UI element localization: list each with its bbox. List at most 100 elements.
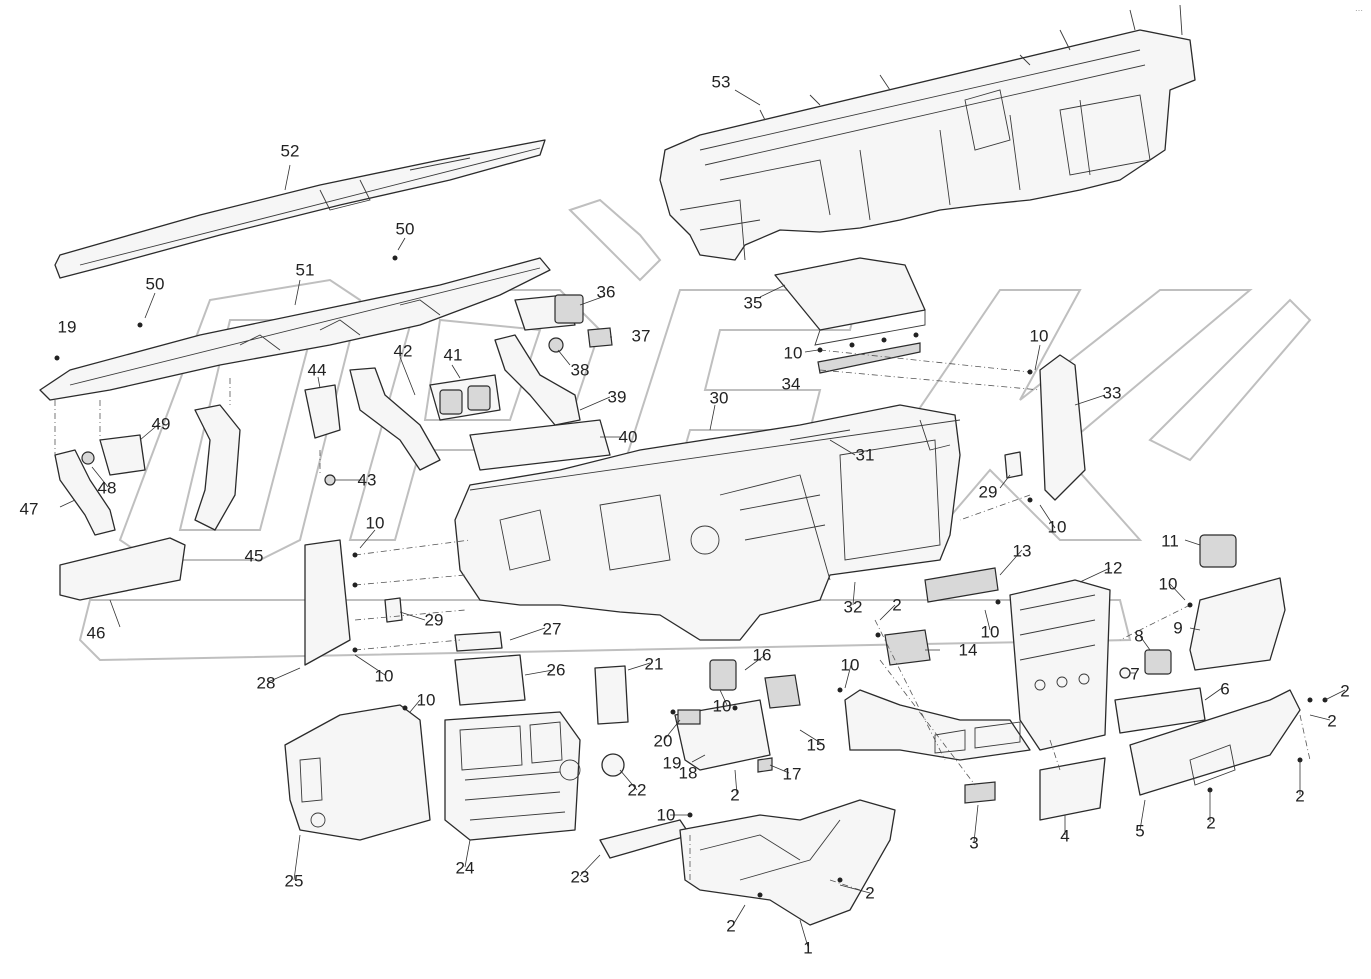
callout-3: 3 <box>969 833 979 853</box>
callout-2: 2 <box>892 595 902 615</box>
bezel-12 <box>1009 579 1111 751</box>
vent-11 <box>1199 534 1237 568</box>
callout-14: 14 <box>958 640 978 660</box>
callout-33: 33 <box>1102 383 1122 403</box>
switch-16 <box>709 659 737 691</box>
callout-10: 10 <box>783 343 803 363</box>
panel-5 <box>1129 689 1301 796</box>
callout-35: 35 <box>743 293 763 313</box>
bracket-23 <box>599 819 691 859</box>
duct-42 <box>349 367 441 471</box>
callout-25: 25 <box>284 871 304 891</box>
callout-46: 46 <box>86 623 106 643</box>
glovebox-lid <box>774 257 926 374</box>
callout-28: 28 <box>256 673 276 693</box>
callout-30: 30 <box>709 388 729 408</box>
fitting-38 <box>548 337 564 353</box>
callout-48: 48 <box>97 478 117 498</box>
vent-44 <box>304 384 341 439</box>
callout-6: 6 <box>1220 679 1230 699</box>
switch-8 <box>1144 649 1172 675</box>
callout-53: 53 <box>711 72 731 92</box>
center-stack <box>884 534 1237 751</box>
switch-20 <box>677 709 701 725</box>
callout-47: 47 <box>19 499 39 519</box>
callout-10: 10 <box>374 666 394 686</box>
callout-4: 4 <box>1060 826 1070 846</box>
end-cap-33 <box>1039 354 1086 501</box>
callout-10: 10 <box>712 696 732 716</box>
vent-cover-40 <box>469 419 611 471</box>
vent-36 <box>554 294 584 324</box>
fitting-37 <box>587 327 613 348</box>
callout-50: 50 <box>395 219 415 239</box>
callout-51: 51 <box>295 260 315 280</box>
callout-19: 19 <box>662 753 682 773</box>
clip-48 <box>81 451 95 465</box>
panel-9 <box>1189 577 1286 671</box>
callout-5: 5 <box>1135 821 1145 841</box>
callout-32: 32 <box>843 597 863 617</box>
callout-10: 10 <box>416 690 436 710</box>
callout-8: 8 <box>1134 626 1144 646</box>
callout-2: 2 <box>726 916 736 936</box>
callout-10: 10 <box>1047 517 1067 537</box>
small-fittings <box>324 327 613 486</box>
callout-40: 40 <box>618 427 638 447</box>
callout-17: 17 <box>782 764 802 784</box>
callout-23: 23 <box>570 867 590 887</box>
callout-2: 2 <box>1327 711 1337 731</box>
callout-24: 24 <box>455 858 475 878</box>
callout-2: 2 <box>865 883 875 903</box>
callout-41: 41 <box>443 345 463 365</box>
callout-29: 29 <box>978 482 998 502</box>
callout-2: 2 <box>730 785 740 805</box>
duct-45 <box>194 404 241 531</box>
assembly-lines <box>54 349 1311 891</box>
clip-17 <box>757 757 773 773</box>
bezel-21 <box>594 665 629 725</box>
callout-10: 10 <box>365 513 385 533</box>
duct-39 <box>494 334 581 426</box>
callout-2: 2 <box>1206 813 1216 833</box>
nut-43 <box>324 474 336 486</box>
defroster-duct-upper <box>54 139 546 279</box>
vent-outlets <box>81 374 501 476</box>
cover-4 <box>1039 757 1106 821</box>
air-ducts <box>54 294 584 536</box>
leader-lines <box>59 89 1346 948</box>
callout-44: 44 <box>307 360 327 380</box>
strip-34 <box>817 342 921 374</box>
callout-31: 31 <box>855 445 875 465</box>
plate-6 <box>1114 687 1206 734</box>
callout-2: 2 <box>1295 786 1305 806</box>
hood-25 <box>284 704 431 841</box>
callout-13: 13 <box>1012 541 1032 561</box>
clip-29-left <box>384 597 403 623</box>
switch-16b <box>764 674 801 709</box>
cover-27 <box>454 631 503 652</box>
callout-52: 52 <box>280 141 300 161</box>
callout-12: 12 <box>1103 558 1123 578</box>
duct-47 <box>54 449 116 536</box>
callout-20: 20 <box>653 731 673 751</box>
callout-26: 26 <box>546 660 566 680</box>
callout-2: 2 <box>1340 681 1350 701</box>
callout-36: 36 <box>596 282 616 302</box>
callout-42: 42 <box>393 341 413 361</box>
vent-13 <box>924 567 999 603</box>
callout-11: 11 <box>1161 531 1179 551</box>
vent-3 <box>964 781 996 804</box>
fasteners <box>54 255 1328 898</box>
callout-21: 21 <box>644 654 664 674</box>
callout-39: 39 <box>607 387 627 407</box>
vent-49 <box>99 434 146 476</box>
instrument-panel-carrier <box>454 404 961 641</box>
lid-35 <box>774 257 926 331</box>
callout-10: 10 <box>656 805 676 825</box>
callout-38: 38 <box>570 360 590 380</box>
callout-22: 22 <box>627 780 647 800</box>
callout-16: 16 <box>752 645 772 665</box>
